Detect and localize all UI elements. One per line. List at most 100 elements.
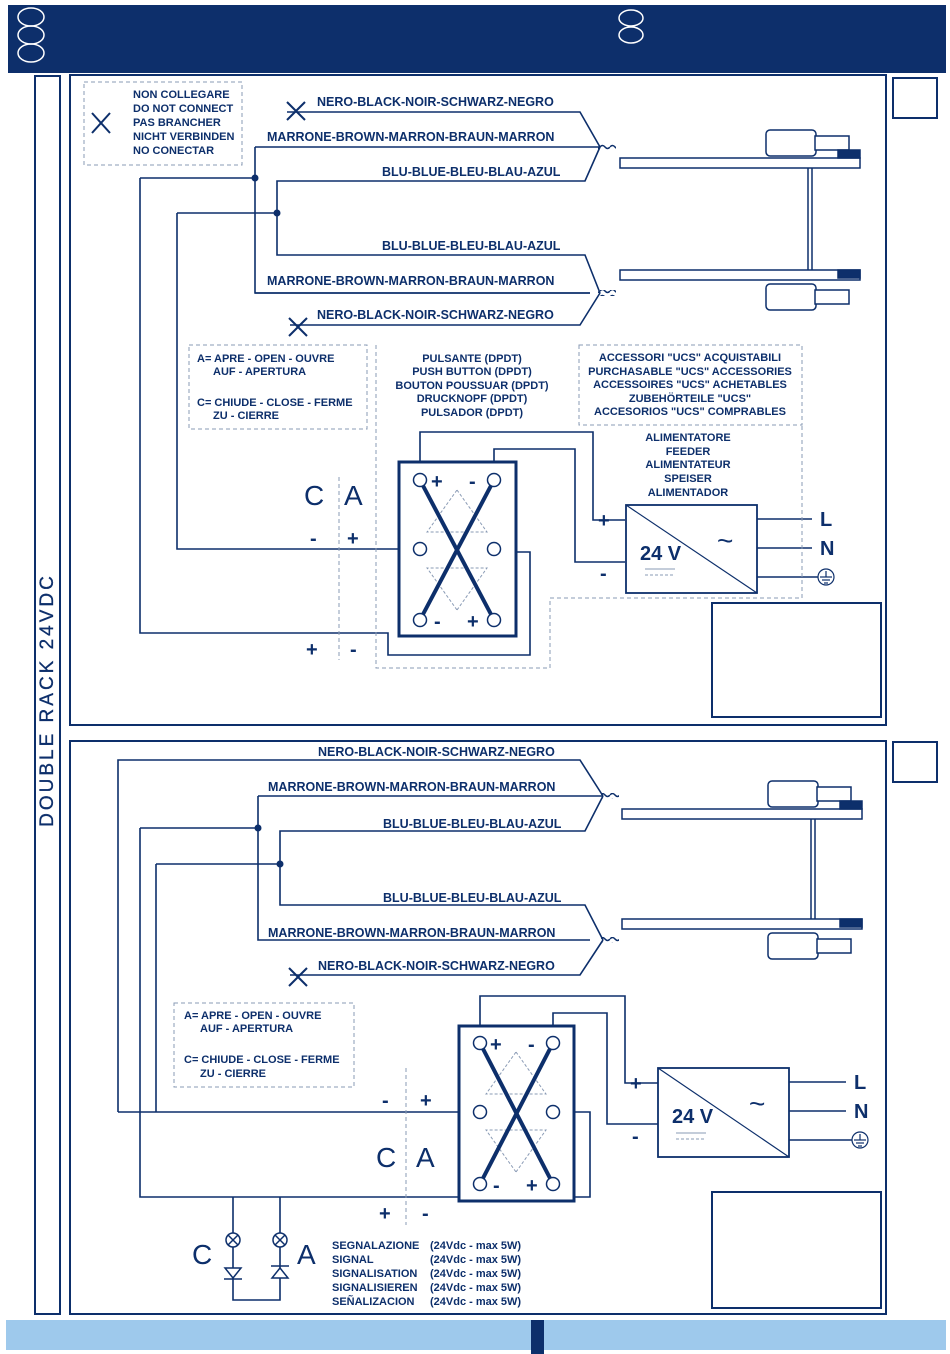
voltage-label: 24 V bbox=[672, 1106, 714, 1128]
note-box bbox=[711, 1191, 882, 1309]
wire-label-brown: MARRONE-BROWN-MARRON-BRAUN-MARRON bbox=[267, 274, 554, 288]
panel-bottom-number-box bbox=[892, 741, 938, 783]
legend-box bbox=[173, 1002, 355, 1088]
legend-open: A= APRE - OPEN - OUVRE bbox=[197, 353, 334, 365]
cross-icon bbox=[286, 101, 306, 121]
switch-minus: - bbox=[434, 611, 441, 633]
neutral-label: N bbox=[820, 538, 834, 560]
close-terminal-minus: - bbox=[382, 1090, 389, 1112]
push-button-label: DRUCKNOPF (DPDT) bbox=[417, 393, 528, 405]
legend-close: C= CHIUDE - CLOSE - FERME bbox=[197, 397, 353, 409]
legend-close: C= CHIUDE - CLOSE - FERME bbox=[184, 1054, 340, 1066]
open-label: A bbox=[344, 480, 363, 511]
panel-top-number-box bbox=[892, 77, 938, 119]
do-not-connect-text: NON COLLEGARE bbox=[133, 89, 230, 101]
accessory-region bbox=[375, 345, 803, 669]
signal-name: SIGNALISIEREN bbox=[332, 1282, 418, 1294]
live-label: L bbox=[820, 509, 832, 531]
feeder-label: ALIMENTATORE bbox=[645, 432, 731, 444]
signal-rating: (24Vdc - max 5W) bbox=[430, 1282, 521, 1294]
close-label: C bbox=[376, 1142, 396, 1173]
push-button-label: BOUTON POUSSUAR (DPDT) bbox=[395, 380, 549, 392]
note-box bbox=[711, 602, 882, 718]
signal-rating: (24Vdc - max 5W) bbox=[430, 1240, 521, 1252]
cross-icon bbox=[288, 317, 308, 337]
signal-name: SEÑALIZACION bbox=[332, 1295, 415, 1308]
wire-label-black: NERO-BLACK-NOIR-SCHWARZ-NEGRO bbox=[318, 745, 555, 759]
voltage-label: 24 V bbox=[640, 543, 682, 565]
legend-close: ZU - CIERRE bbox=[200, 1068, 266, 1080]
supply-plus: + bbox=[598, 510, 610, 532]
accessories-label: ZUBEHÖRTEILE "UCS" bbox=[629, 392, 751, 405]
signal-close-label: C bbox=[192, 1239, 212, 1270]
switch-plus: + bbox=[467, 611, 479, 633]
close-terminal-plus: + bbox=[306, 639, 318, 661]
push-button-label: PULSADOR (DPDT) bbox=[421, 407, 523, 419]
actuator-icon bbox=[619, 129, 861, 311]
legend-open: AUF - APERTURA bbox=[213, 366, 306, 378]
open-terminal-plus: + bbox=[347, 528, 359, 550]
accessories-box bbox=[578, 344, 803, 426]
wire-label-brown: MARRONE-BROWN-MARRON-BRAUN-MARRON bbox=[268, 926, 555, 940]
wire-label-brown: MARRONE-BROWN-MARRON-BRAUN-MARRON bbox=[268, 780, 555, 794]
dpdt-switch bbox=[397, 460, 518, 638]
close-terminal-plus: + bbox=[379, 1203, 391, 1225]
wire-label-blue: BLU-BLUE-BLEU-BLAU-AZUL bbox=[382, 239, 561, 253]
open-terminal-plus: + bbox=[420, 1090, 432, 1112]
push-button-label: PULSANTE (DPDT) bbox=[422, 353, 522, 365]
feeder-label: ALIMENTADOR bbox=[648, 487, 729, 499]
wire-label-black: NERO-BLACK-NOIR-SCHWARZ-NEGRO bbox=[317, 308, 554, 322]
feeder-label: ALIMENTATEUR bbox=[645, 459, 730, 471]
signal-name: SIGNALISATION bbox=[332, 1268, 417, 1280]
power-supply bbox=[625, 504, 758, 594]
do-not-connect-text: PAS BRANCHER bbox=[133, 117, 221, 129]
legend-box bbox=[188, 344, 368, 430]
switch-plus: + bbox=[490, 1034, 502, 1056]
legend-close: ZU - CIERRE bbox=[213, 410, 279, 422]
live-label: L bbox=[854, 1072, 866, 1094]
accessories-label: ACCESSOIRES "UCS" ACHETABLES bbox=[593, 379, 787, 391]
do-not-connect-text: DO NOT CONNECT bbox=[133, 103, 234, 115]
header-logo-icon bbox=[618, 9, 644, 44]
wire-label-brown: MARRONE-BROWN-MARRON-BRAUN-MARRON bbox=[267, 130, 554, 144]
signal-rating: (24Vdc - max 5W) bbox=[430, 1268, 521, 1280]
side-strip bbox=[34, 75, 61, 1315]
do-not-connect-text: NICHT VERBINDEN bbox=[133, 131, 235, 143]
cross-icon bbox=[288, 967, 308, 987]
do-not-connect-text: NO CONECTAR bbox=[133, 145, 214, 157]
wire-label-blue: BLU-BLUE-BLEU-BLAU-AZUL bbox=[383, 891, 562, 905]
actuator-icon bbox=[621, 780, 863, 960]
signal-rating: (24Vdc - max 5W) bbox=[430, 1254, 521, 1266]
signal-lamp-icon bbox=[225, 1232, 288, 1248]
dpdt-switch bbox=[457, 1024, 576, 1203]
panel-top-frame bbox=[69, 74, 887, 726]
close-label: C bbox=[304, 480, 324, 511]
signal-rating: (24Vdc - max 5W) bbox=[430, 1296, 521, 1308]
do-not-connect-box bbox=[83, 81, 243, 166]
legend-open: AUF - APERTURA bbox=[200, 1023, 293, 1035]
close-terminal-minus: - bbox=[310, 528, 317, 550]
switch-plus: + bbox=[431, 471, 443, 493]
neutral-label: N bbox=[854, 1101, 868, 1123]
legend-open: A= APRE - OPEN - OUVRE bbox=[184, 1010, 321, 1022]
wire-label-black: NERO-BLACK-NOIR-SCHWARZ-NEGRO bbox=[318, 959, 555, 973]
feeder-label: FEEDER bbox=[666, 446, 711, 458]
signal-open-label: A bbox=[297, 1239, 316, 1270]
supply-minus: - bbox=[632, 1126, 639, 1148]
open-label: A bbox=[416, 1142, 435, 1173]
ground-icon bbox=[851, 1131, 869, 1149]
switch-minus: - bbox=[528, 1034, 535, 1056]
switch-minus: - bbox=[469, 471, 476, 493]
wire-label-blue: BLU-BLUE-BLEU-BLAU-AZUL bbox=[382, 165, 561, 179]
ac-symbol: ~ bbox=[717, 525, 733, 556]
wires-top bbox=[139, 111, 818, 656]
supply-plus: + bbox=[630, 1073, 642, 1095]
switch-plus: + bbox=[526, 1175, 538, 1197]
footer-bar bbox=[6, 1320, 946, 1350]
header-bar bbox=[8, 5, 946, 73]
open-terminal-minus: - bbox=[350, 639, 357, 661]
feeder-label: SPEISER bbox=[664, 473, 712, 485]
diode-icon bbox=[223, 1265, 290, 1280]
wires-bottom bbox=[117, 759, 852, 1301]
